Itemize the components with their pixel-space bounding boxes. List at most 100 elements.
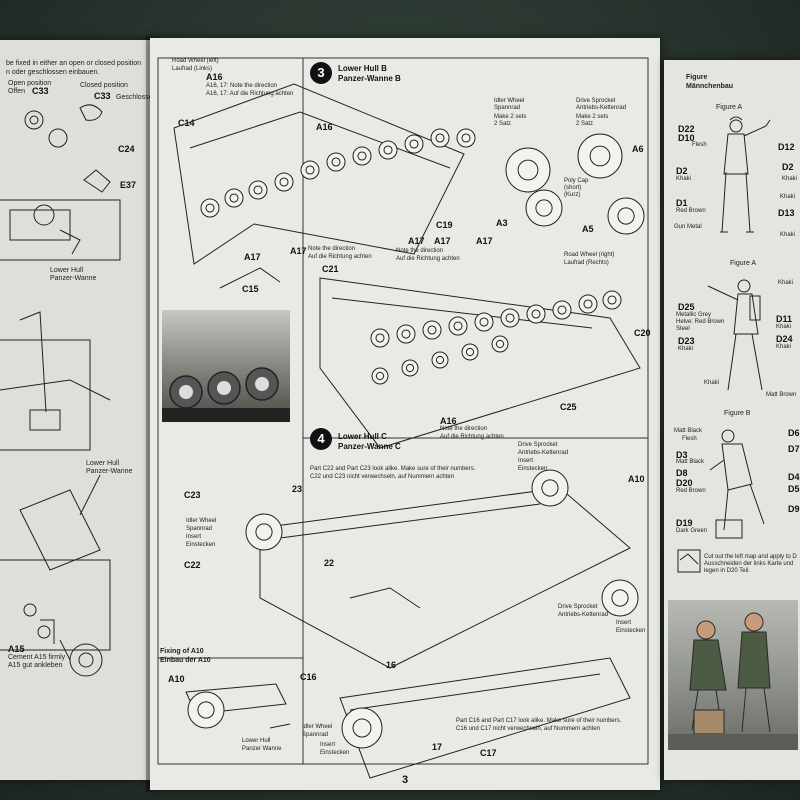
part-a5: A5 [582,224,594,234]
c22-c23-note-en: Part C22 and Part C23 look alike. Make s… [310,466,476,472]
part-c19: C19 [436,220,453,230]
part-d3: D3 [676,450,688,460]
fb-red-brown: Red Brown [676,488,706,494]
figure-b-label: Figure B [724,410,751,417]
sprocket5-de: Antriebs-Kettenrad [558,612,609,618]
road-wheel-right-6 [526,304,546,324]
num-22-marker: 22 [324,558,335,568]
drive-sprocket-a6 [577,133,623,179]
road-wheel-left-10 [456,128,476,148]
closed-position-label: Closed position [80,82,128,89]
road-wheel-right-9-hub [607,295,617,305]
fa1-redbrown: Red Brown [676,208,706,214]
part-a17-2: A17 [434,236,451,246]
part-c21: C21 [322,264,339,274]
lower-hull-label-1: Lower Hull [50,267,84,274]
road-wheel-left-10-hub [461,133,471,143]
road-wheel-right-en: Road Wheel (right) [564,252,615,258]
part-a6: A6 [632,144,644,154]
part-d13: D13 [778,208,795,218]
map-note-1: Cut out the left map and apply to D [704,554,797,560]
page-number: 3 [402,774,409,786]
figure-a-label-1: Figure A [716,104,743,111]
fa2-helve: Helve: Red Brown [676,319,725,325]
left-page-drawings [0,104,121,677]
step-4-title-en: Lower Hull C [338,432,387,441]
road-wheel-left-1-hub [229,193,239,203]
cement-note-de: A15 gut ankleben [8,662,63,669]
part-a17-3: A17 [476,236,493,246]
part-d24: D24 [776,334,793,344]
fa2-khaki6: Khaki [704,380,720,386]
drive-sprocket-step4-lower [601,579,639,617]
idler-wheel-c23 [245,513,283,551]
note-dir-de-2: Auf die Richtung achten [396,256,460,262]
fa1-khaki1: Khaki [676,176,692,182]
part-c33-right: C33 [94,91,111,101]
road-wheel-lower-4-hub [495,339,505,349]
note-dir-en-1: Note the direction [308,246,356,252]
idler5-de: Spannrad [302,732,329,738]
road-wheel-lower-2 [431,351,449,369]
drive-sprocket-step4-hub [541,479,559,497]
note-dir-de-3: Auf die Richtung achten [440,434,504,440]
left-page: be fixed in either an open or closed pos… [0,40,158,780]
road-wheel-right-7 [552,300,572,320]
part-a16-step3: A16 [440,416,457,426]
idler-wheel-a3-hub [535,199,553,217]
lower-hull-label-2-de: Panzer-Wanne [86,468,133,475]
left-header-de: n oder geschlossen einbauen. [6,69,100,76]
lower-hull-label-1-de: Panzer-Wanne [50,275,97,282]
left-header-en: be fixed in either an open or closed pos… [6,60,142,67]
part-d23: D23 [678,336,695,346]
road-wheel-left-9 [430,128,450,148]
c16-c17-note-en: Part C16 and Part C17 look alike. Make s… [456,718,622,724]
a16-17-note-de: A16, 17: Auf die Richtung achten [206,91,294,97]
sprocket4-insert: Insert [518,458,534,464]
road-wheel-left-0-hub [205,203,215,213]
road-wheel-right-7-hub [557,305,567,315]
fixing-a10-wheel-hub [197,701,215,719]
fa1-khaki4: Khaki [780,232,796,238]
figure-title-de: Männchenbau [686,83,734,90]
step-4-badge: 4 [310,428,332,450]
sprocket4-en: Drive Sprocket [518,442,558,448]
figure-a-label-2: Figure A [730,260,757,267]
part-a3: A3 [496,218,508,228]
part-a17-1: A17 [408,236,425,246]
road-wheel-right-3 [448,316,468,336]
fixing-a10-de: Einbau der A10 [160,657,211,664]
sprocket-de: Antriebs-Kettenrad [576,105,627,111]
road-wheel-right-5 [500,308,520,328]
road-wheel-right-1-hub [401,329,411,339]
part-d2-left: D2 [676,166,688,176]
part-a10-fixing: A10 [168,674,185,684]
idler-wheel-a4-hub [517,159,539,181]
idler-wheel-a4 [505,147,551,193]
fa2-metallic-grey: Metallic Grey [676,312,712,318]
sprocket4-de: Antriebs-Kettenrad [518,450,569,456]
road-wheel-left-8-hub [409,139,419,149]
fa1-khaki3: Khaki [780,194,796,200]
part-d6: D6 [788,428,800,438]
cement-note-en: Cement A15 firmly [8,654,66,661]
part-d5: D5 [788,484,800,494]
part-d22: D22 [678,124,695,134]
road-wheel-left-en: Road Wheel (left) [172,58,219,64]
figure-drawings [677,116,771,573]
reference-photo [162,310,290,422]
hull-assembly-drawings [173,83,645,779]
part-e37: E37 [120,180,137,190]
part-d7: D7 [788,444,800,454]
road-wheel-left-2-hub [253,185,263,195]
num-16-marker: 16 [386,660,397,670]
part-c23: C23 [184,490,201,500]
lower-hull-label-2: Lower Hull [86,460,120,467]
drive-sprocket-step4-lower-hub [611,589,629,607]
part-a15: A15 [8,644,25,654]
sprocket-en: Drive Sprocket [576,98,616,104]
road-wheel-lower-1 [401,359,419,377]
fa1-gunmetal: Gun Metal [674,224,702,230]
part-a17-a: A17 [244,252,261,262]
fa2-khaki5: Khaki [776,344,792,350]
